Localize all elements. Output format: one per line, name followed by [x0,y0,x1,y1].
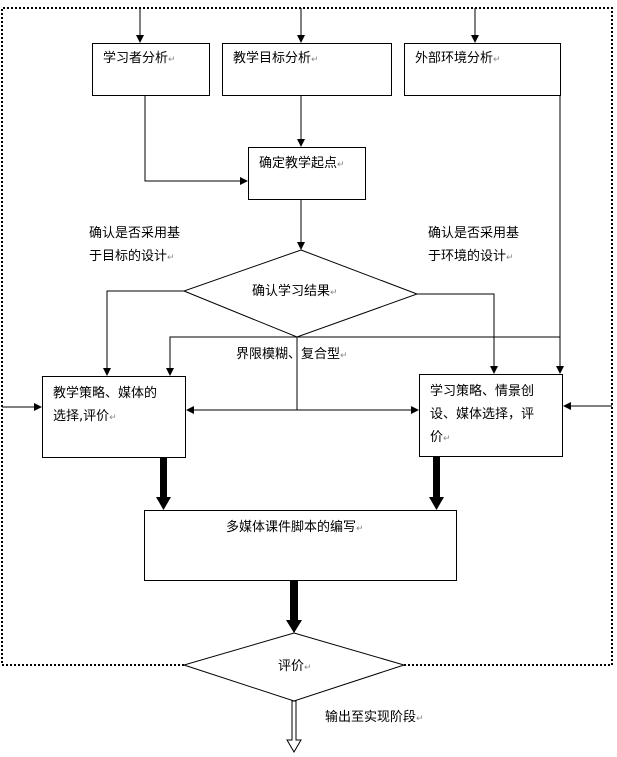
starting-point-label: 确定教学起点 [259,152,345,177]
goal-analysis-label: 教学目标分析 [233,47,319,72]
output-annotation: 输出至实现阶段 [325,706,424,731]
evaluation-label: 评价 [278,655,312,680]
learning-strategy-label: 学习策略、情景创 设、媒体选择，评 价 [430,380,534,451]
environment-based-annotation: 确认是否采用基 于环境的设计 [428,222,519,270]
top-inlet-arrows [136,8,479,43]
confirm-outcome-label: 确认学习结果 [252,280,338,305]
environment-analysis-label: 外部环境分析 [415,47,501,72]
fuzzy-composite-annotation: 界限模糊、复合型 [236,343,348,368]
output-hollow-arrow [286,700,302,753]
goal-based-annotation: 确认是否采用基 于目标的设计 [89,222,180,270]
script-writing-label: 多媒体课件脚本的编写 [226,516,364,541]
thin-connectors [2,95,612,414]
feedback-loop [1,7,613,666]
thick-arrows [156,457,444,633]
teaching-strategy-label: 教学策略、媒体的 选择,评价 [53,382,157,430]
learner-analysis-label: 学习者分析 [103,47,176,72]
